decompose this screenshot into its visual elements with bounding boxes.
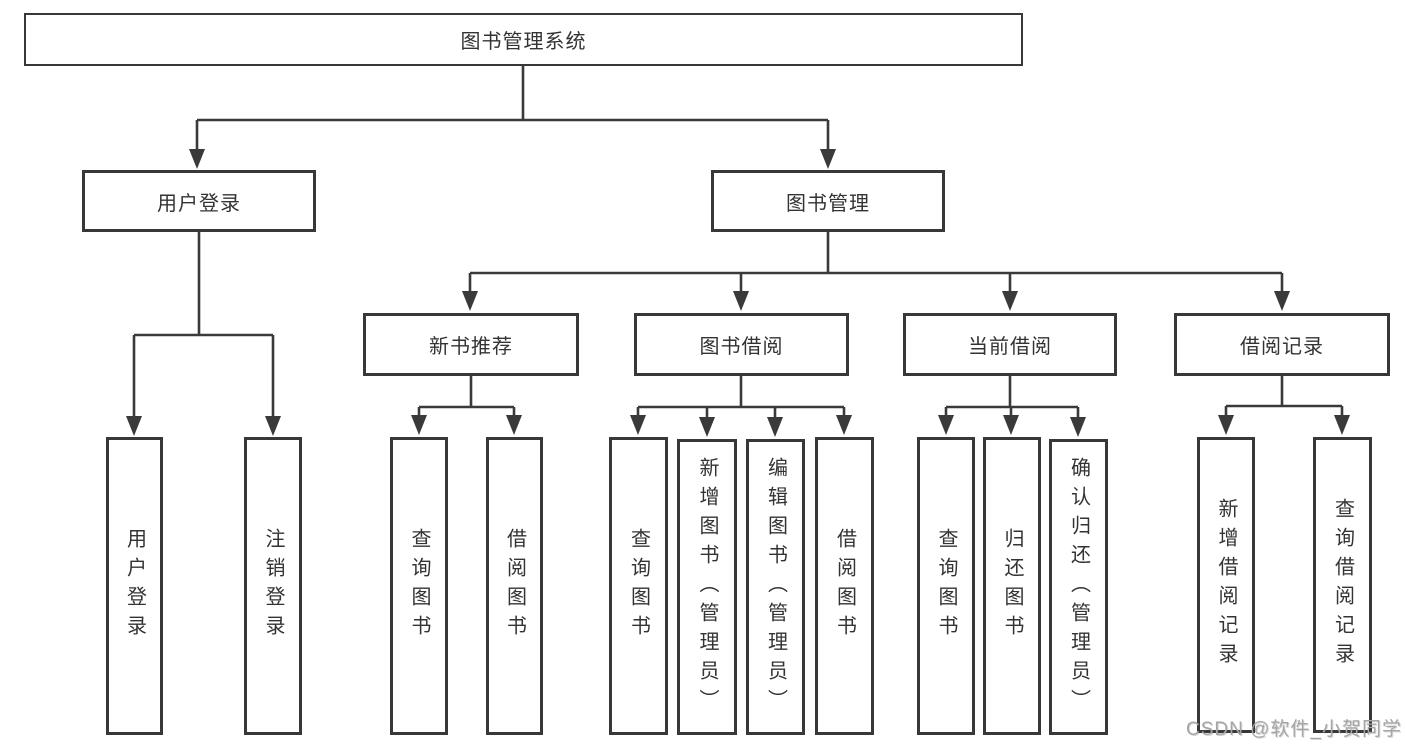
node-root-label: 图书管理系统 <box>460 31 587 53</box>
node-new-book-recommend: 新书推荐 <box>363 313 579 376</box>
arrowhead <box>506 415 522 435</box>
arrowheads <box>126 149 1350 437</box>
connector-new-book-recommend <box>417 376 516 417</box>
leaf-user-login-label: 用户登录 <box>123 528 146 644</box>
node-current-borrow-label: 当前借阅 <box>968 336 1052 358</box>
connector-current-borrow <box>944 376 1080 419</box>
leaf-current-query-books-label: 查询图书 <box>935 528 957 644</box>
node-user-login-label: 用户登录 <box>157 192 241 215</box>
node-borrow-records-label: 借阅记录 <box>1240 336 1324 358</box>
node-book-management: 图书管理 <box>711 170 945 232</box>
arrowhead <box>630 415 646 435</box>
leaf-current-confirm-return-admin-label: 确认归还（管理员） <box>1067 456 1090 718</box>
node-current-borrow: 当前借阅 <box>903 313 1117 376</box>
arrowhead <box>938 415 954 435</box>
leaf-borrow-borrow-books-label: 借阅图书 <box>833 528 856 644</box>
connector-book-borrow <box>636 376 846 419</box>
node-book-borrow-label: 图书借阅 <box>699 336 784 358</box>
arrowhead <box>1274 291 1290 311</box>
arrowhead <box>411 415 427 435</box>
arrowhead <box>836 415 852 435</box>
leaf-current-query-books: 查询图书 <box>917 437 975 735</box>
leaf-logout-label: 注销登录 <box>262 528 284 644</box>
arrowhead <box>1002 291 1018 311</box>
watermark: CSDN @软件_小贺同学 <box>1186 719 1402 740</box>
node-borrow-records: 借阅记录 <box>1174 313 1390 376</box>
leaf-borrow-add-books-admin-label: 新增图书（管理员） <box>696 456 718 718</box>
leaf-user-login: 用户登录 <box>106 437 163 735</box>
arrowhead <box>126 416 142 436</box>
leaf-borrow-query-books-label: 查询图书 <box>627 528 650 644</box>
leaf-records-add-record: 新增借阅记录 <box>1197 437 1255 733</box>
arrowhead <box>1218 415 1234 435</box>
leaf-records-query-record-label: 查询借阅记录 <box>1331 498 1354 672</box>
arrowhead <box>1070 417 1086 437</box>
node-book-management-label: 图书管理 <box>786 192 870 215</box>
node-new-book-recommend-label: 新书推荐 <box>429 336 513 358</box>
leaf-newrec-borrow-books: 借阅图书 <box>486 437 543 735</box>
arrowhead <box>820 149 836 169</box>
node-book-borrow: 图书借阅 <box>634 313 849 376</box>
node-root: 图书管理系统 <box>24 13 1023 66</box>
arrowhead <box>1334 415 1350 435</box>
connector-root-trunk <box>195 66 830 151</box>
arrowhead <box>462 291 478 311</box>
leaf-borrow-borrow-books: 借阅图书 <box>815 437 874 735</box>
leaf-newrec-borrow-books-label: 借阅图书 <box>503 528 526 644</box>
arrowhead <box>189 149 205 169</box>
leaf-newrec-query-books: 查询图书 <box>390 437 448 735</box>
connector-borrow-records <box>1224 376 1344 417</box>
leaf-borrow-query-books: 查询图书 <box>609 437 668 735</box>
leaf-borrow-edit-books-admin: 编辑图书（管理员） <box>746 439 805 735</box>
node-user-login: 用户登录 <box>82 170 316 232</box>
leaf-borrow-add-books-admin: 新增图书（管理员） <box>677 439 737 735</box>
leaf-current-return-books-label: 归还图书 <box>1001 528 1023 644</box>
leaf-borrow-edit-books-admin-label: 编辑图书（管理员） <box>764 456 787 718</box>
arrowhead <box>265 416 281 436</box>
connector-user-login <box>132 232 275 418</box>
leaf-current-return-books: 归还图书 <box>983 437 1041 735</box>
arrowhead <box>767 417 783 437</box>
leaf-records-add-record-label: 新增借阅记录 <box>1215 498 1237 672</box>
leaf-records-query-record: 查询借阅记录 <box>1313 437 1372 733</box>
arrowhead <box>699 417 715 437</box>
leaf-newrec-query-books-label: 查询图书 <box>408 528 430 644</box>
arrowhead <box>733 291 749 311</box>
arrowhead <box>1003 415 1019 435</box>
leaf-current-confirm-return-admin: 确认归还（管理员） <box>1049 439 1108 735</box>
leaf-logout: 注销登录 <box>244 437 302 735</box>
connector-book-management <box>468 232 1284 293</box>
